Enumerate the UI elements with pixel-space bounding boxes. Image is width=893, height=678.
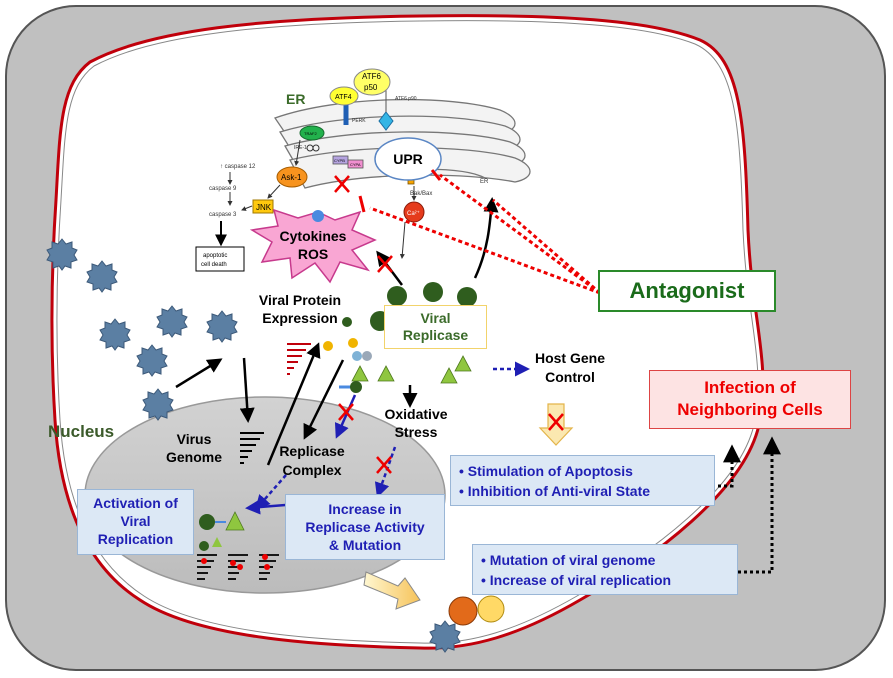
caspase9-label: caspase 9 — [209, 186, 237, 192]
activation-label-3: Replication — [97, 531, 174, 547]
mutation-effects-box: • Mutation of viral genome • Increase of… — [472, 544, 738, 595]
budding-arrow — [363, 571, 421, 610]
infection-label-1: Infection of — [704, 378, 796, 397]
activation-label-2: Viral — [120, 513, 151, 529]
atf6-p90-diamond — [378, 111, 394, 131]
antagonist-box: Antagonist — [598, 270, 776, 312]
atf4-node — [329, 86, 359, 106]
red-x-marks — [548, 413, 564, 431]
ros-label: ROS — [298, 246, 328, 262]
jnk-label: JNK — [256, 203, 272, 212]
virus-icon — [142, 388, 174, 421]
cytokines-ros-burst — [249, 208, 377, 284]
er-structure — [273, 98, 531, 189]
cytokines-small-dot — [312, 210, 324, 222]
apoptotic-label: apoptotic — [203, 253, 227, 259]
caspase12-label: ↑ caspase 12 — [220, 164, 256, 170]
replication-products — [197, 511, 279, 580]
apoptotic-cell-death-box — [195, 246, 245, 272]
virus-genome-label-2: Genome — [166, 449, 222, 465]
ire1-label: IRE-1 — [294, 145, 307, 151]
ask1-label: Ask-1 — [281, 173, 302, 182]
cytokines-label: Cytokines — [280, 228, 347, 244]
oxidative-label-2: Stress — [395, 424, 438, 440]
oxidative-label-1: Oxidative — [384, 406, 447, 422]
cypa-box — [347, 159, 364, 169]
host-gene-label-1: Host Gene — [535, 350, 605, 366]
traf2-node — [299, 125, 325, 141]
black-flow-arrows — [175, 197, 499, 466]
antagonist-label: Antagonist — [629, 278, 745, 303]
atf4-label: ATF4 — [335, 94, 352, 101]
host-gene-down-arrow — [538, 403, 574, 446]
viral-replicase-box: Viral Replicase — [384, 305, 487, 349]
atf6-p50-node — [353, 68, 391, 96]
er-small-label: ER — [480, 179, 489, 185]
viral-protein-label-2: Expression — [262, 310, 337, 326]
virus-icon — [206, 310, 238, 343]
cypb-label: CYPB — [334, 158, 345, 163]
blue-dotted-replicase-complex — [255, 474, 287, 511]
mutation-genome-item: • Mutation of viral genome — [481, 552, 656, 568]
upr-node — [374, 137, 442, 181]
inhibition-bar — [430, 169, 442, 181]
traf2-label: TRAF2 — [304, 131, 317, 136]
activation-replication-box: Activation of Viral Replication — [77, 489, 194, 555]
virus-genome-stack — [240, 432, 264, 464]
red-x-marks — [334, 175, 393, 474]
replicase-complex-label-1: Replicase — [279, 443, 345, 459]
caspase3-label: caspase 3 — [209, 212, 237, 218]
virus-icon — [86, 260, 118, 293]
calcium-label: Ca²⁺ — [407, 210, 420, 217]
infection-label-2: Neighboring Cells — [677, 400, 823, 419]
p50-label: p50 — [364, 83, 378, 92]
nucleus-label: Nucleus — [48, 422, 114, 441]
increase-label-2: Replicase Activity — [305, 519, 425, 535]
cell-death-label: cell death — [201, 262, 227, 268]
inhibition-bar — [358, 195, 366, 213]
er-small-arrows — [227, 139, 417, 259]
virus-icon — [99, 318, 131, 351]
budding-yellow-particle — [477, 595, 505, 623]
viral-replicase-label-1: Viral — [420, 310, 451, 326]
increase-label-3: & Mutation — [328, 537, 402, 553]
increase-label-1: Increase in — [328, 501, 402, 517]
stimulation-apoptosis-item: • Stimulation of Apoptosis — [459, 463, 633, 479]
upr-label: UPR — [393, 151, 423, 167]
calcium-node — [403, 201, 425, 223]
increase-replication-item: • Increase of viral replication — [481, 572, 672, 588]
virus-icon — [156, 305, 188, 338]
viral-replicase-label-2: Replicase — [402, 327, 469, 343]
infection-dotted-arrows — [718, 436, 781, 574]
increase-replicase-box: Increase in Replicase Activity & Mutatio… — [285, 494, 445, 560]
blue-arrow-replicase — [334, 394, 357, 439]
infection-neighboring-box: Infection of Neighboring Cells — [649, 370, 851, 429]
host-gene-label-2: Control — [545, 369, 595, 385]
bak-bax-label: Bak/Bax — [410, 191, 432, 197]
viral-protein-label-1: Viral Protein — [259, 292, 341, 308]
inhibition-antiviral-item: • Inhibition of Anti-viral State — [459, 483, 651, 499]
virus-genome-label-1: Virus — [177, 431, 212, 447]
virus-particles — [46, 238, 461, 653]
blue-dotted-oxidative — [374, 446, 397, 498]
virus-icon — [46, 238, 78, 271]
jnk-node — [252, 199, 274, 214]
perk-label: PERK — [352, 118, 366, 124]
atf6-p90-label: ATF6 p90 — [395, 96, 417, 102]
replicase-complex-label-2: Complex — [282, 462, 341, 478]
activation-label-1: Activation of — [93, 495, 178, 511]
virus-icon — [429, 620, 461, 653]
atf6-label: ATF6 — [362, 72, 382, 81]
budding-orange-particle — [448, 596, 478, 626]
virus-icon — [136, 344, 168, 377]
apoptosis-effects-box: • Stimulation of Apoptosis • Inhibition … — [450, 455, 715, 506]
cypa-label: CYPA — [350, 162, 361, 167]
er-label: ER — [286, 91, 305, 107]
antagonist-inhibition-lines — [369, 173, 601, 295]
ask1-node — [276, 166, 308, 188]
